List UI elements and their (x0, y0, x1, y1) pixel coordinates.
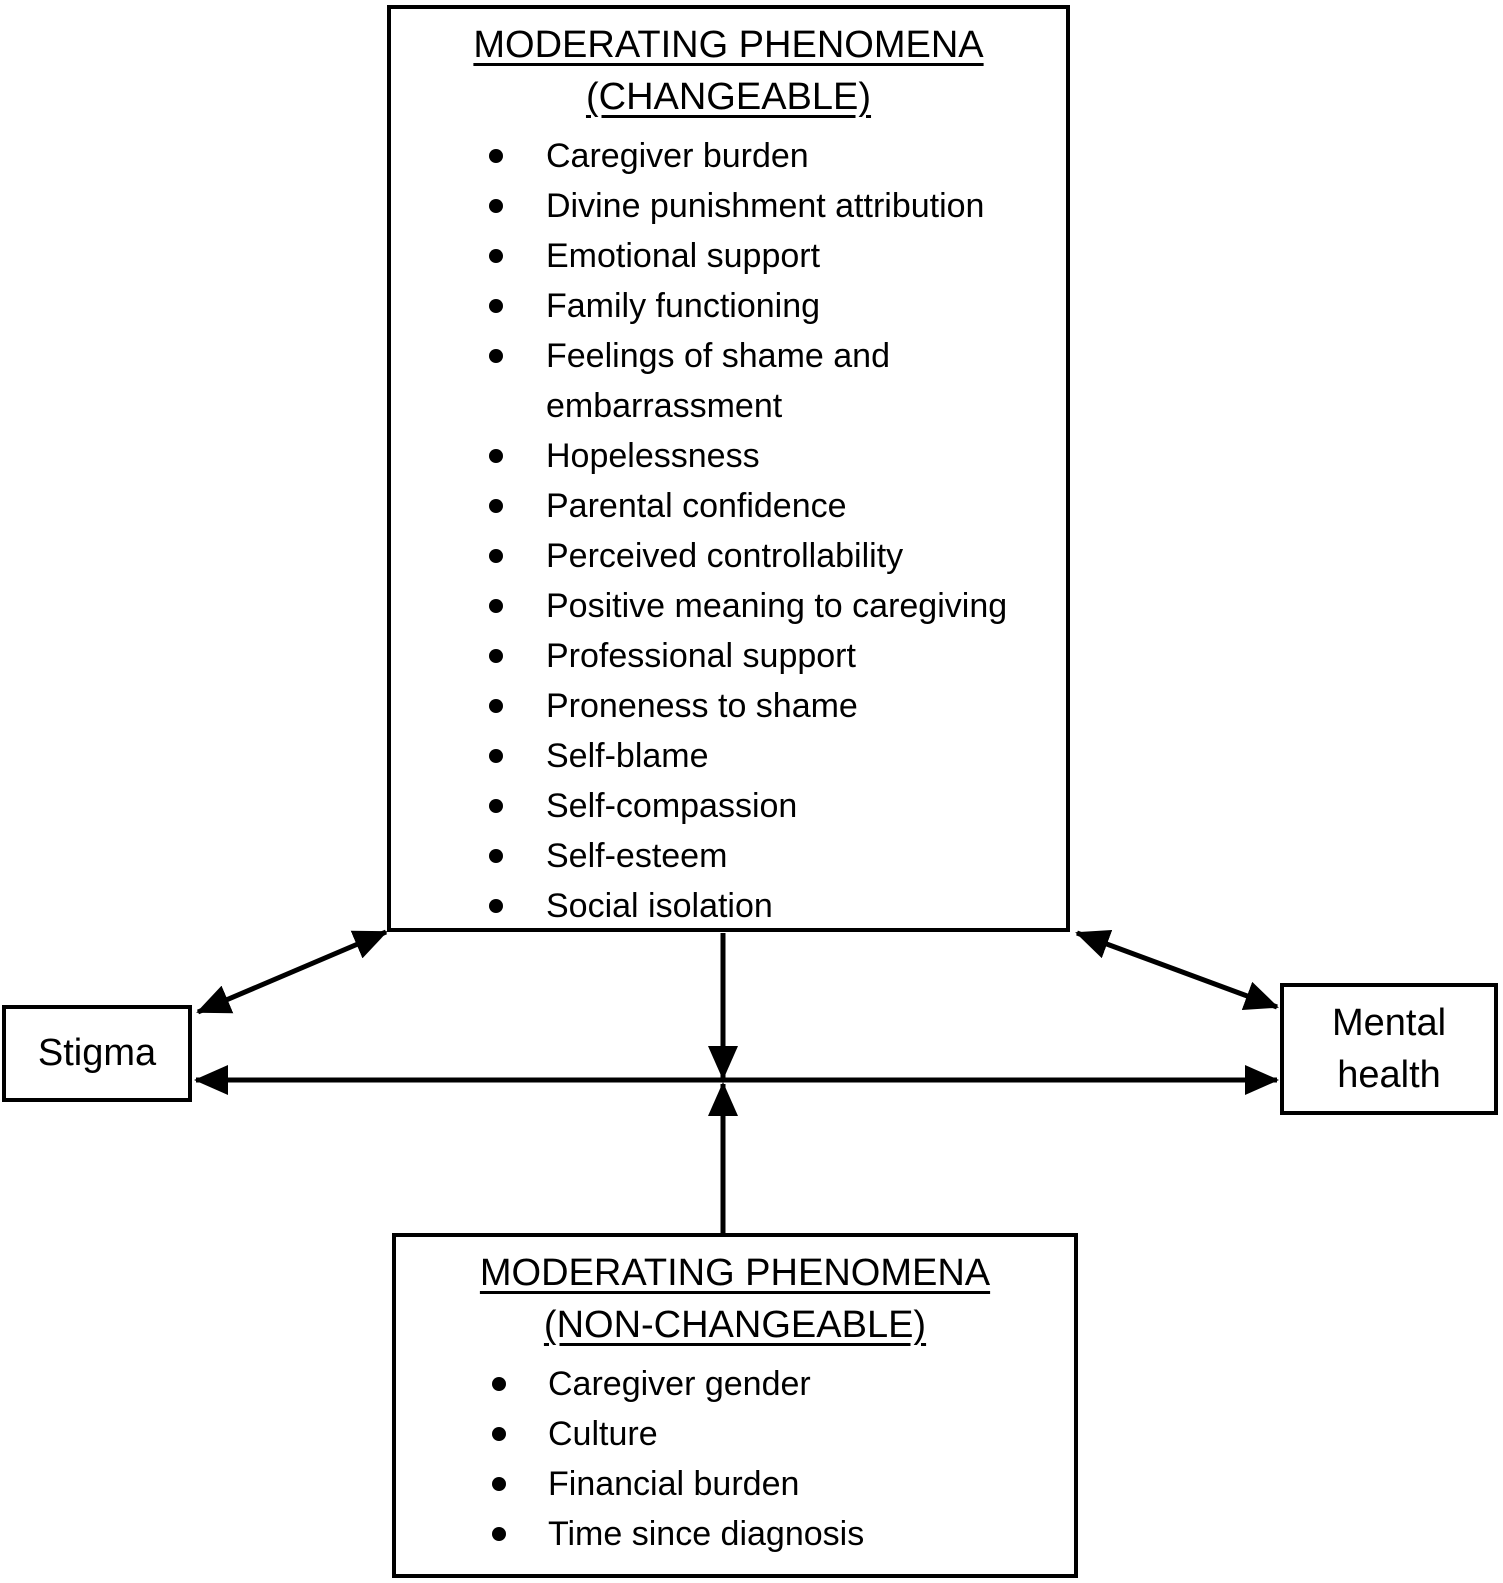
list-item: Family functioning (391, 281, 1042, 331)
list-item: Hopelessness (391, 431, 1042, 481)
list-item: Time since diagnosis (396, 1509, 1050, 1559)
arrow-changeable-mental-health (1075, 930, 1279, 1010)
list-item: Proneness to shame (391, 681, 1042, 731)
nonchangeable-moderators-box: MODERATING PHENOMENA (NON-CHANGEABLE) Ca… (392, 1233, 1078, 1578)
list-item: Self-compassion (391, 781, 1042, 831)
mental-health-box: Mental health (1280, 983, 1498, 1115)
list-item: Caregiver gender (396, 1359, 1050, 1409)
list-item: Self-esteem (391, 831, 1042, 881)
list-item: Feelings of shame and embarrassment (391, 331, 1042, 431)
list-item: Financial burden (396, 1459, 1050, 1509)
arrow-stigma-changeable (196, 929, 388, 1015)
list-item: Professional support (391, 631, 1042, 681)
nonchangeable-box-title: MODERATING PHENOMENA (NON-CHANGEABLE) (396, 1247, 1074, 1351)
stigma-label: Stigma (37, 1032, 157, 1074)
mental-health-label-line2: health (1337, 1054, 1441, 1096)
changeable-title-line1: MODERATING PHENOMENA (473, 24, 984, 66)
list-item: Perceived controllability (391, 531, 1042, 581)
list-item: Self-blame (391, 731, 1042, 781)
list-item: Emotional support (391, 231, 1042, 281)
nonchangeable-title-line2: (NON-CHANGEABLE) (543, 1304, 927, 1346)
nonchangeable-items-list: Caregiver gender Culture Financial burde… (396, 1359, 1074, 1559)
changeable-moderators-box: MODERATING PHENOMENA (CHANGEABLE) Caregi… (387, 5, 1070, 932)
changeable-title-line2: (CHANGEABLE) (585, 76, 872, 118)
list-item: Caregiver burden (391, 131, 1042, 181)
nonchangeable-title-line1: MODERATING PHENOMENA (479, 1252, 991, 1294)
mental-health-label-line1: Mental (1331, 1002, 1447, 1044)
list-item: Divine punishment attribution (391, 181, 1042, 231)
changeable-box-title: MODERATING PHENOMENA (CHANGEABLE) (391, 19, 1066, 123)
list-item: Parental confidence (391, 481, 1042, 531)
list-item: Social isolation (391, 881, 1042, 931)
stigma-box: Stigma (2, 1005, 192, 1102)
list-item: Culture (396, 1409, 1050, 1459)
list-item: Positive meaning to caregiving (391, 581, 1042, 631)
changeable-items-list: Caregiver burden Divine punishment attri… (391, 131, 1066, 931)
